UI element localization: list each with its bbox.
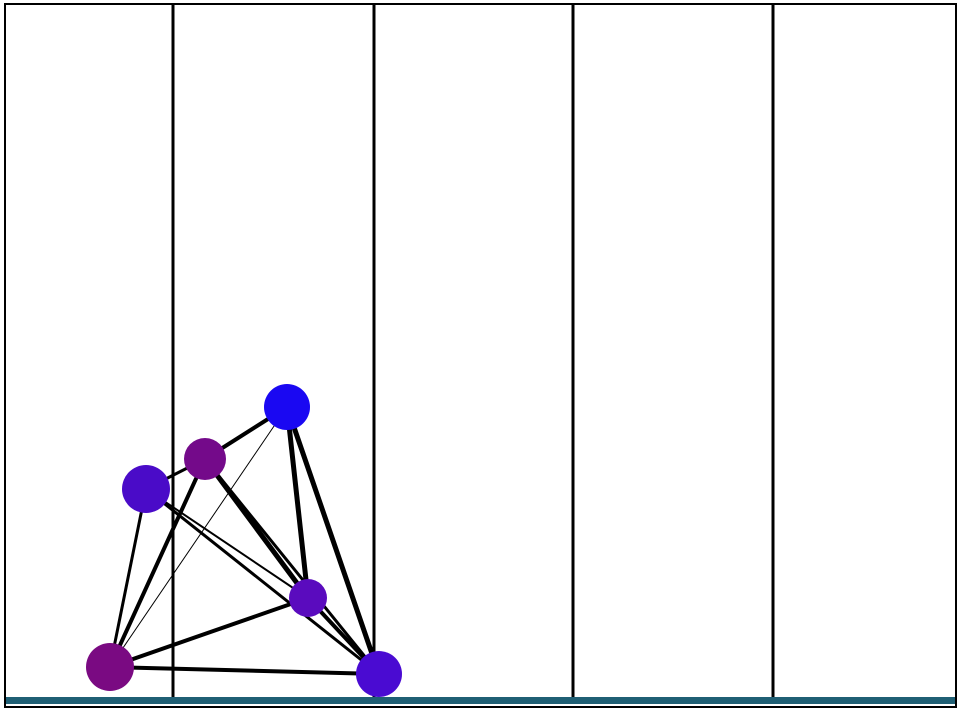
spring-link-n3-n6 xyxy=(144,487,381,676)
border-frame xyxy=(4,3,957,708)
mass-node-n5[interactable] xyxy=(86,643,134,691)
spring-link-n3-n4 xyxy=(145,488,309,599)
spring-link-n5-n6 xyxy=(108,665,381,676)
mass-node-n3[interactable] xyxy=(122,465,170,513)
lane-dividers xyxy=(171,5,775,697)
spring-link-n1-n4 xyxy=(284,404,311,601)
spring-link-n3-n5 xyxy=(108,487,148,669)
ground-strip xyxy=(6,697,956,704)
spring-link-n1-n5 xyxy=(109,406,288,668)
mass-node-n2[interactable] xyxy=(184,438,226,480)
spring-link-n2-n5 xyxy=(108,457,207,669)
mass-node-n1[interactable] xyxy=(264,384,310,430)
spring-link-n1-n6 xyxy=(284,404,382,677)
mass-node-n4[interactable] xyxy=(289,579,327,617)
mass-node-n6[interactable] xyxy=(356,651,402,697)
creature-nodes xyxy=(86,384,402,697)
spring-link-n2-n6 xyxy=(203,457,381,676)
spring-link-n4-n5 xyxy=(108,596,310,669)
